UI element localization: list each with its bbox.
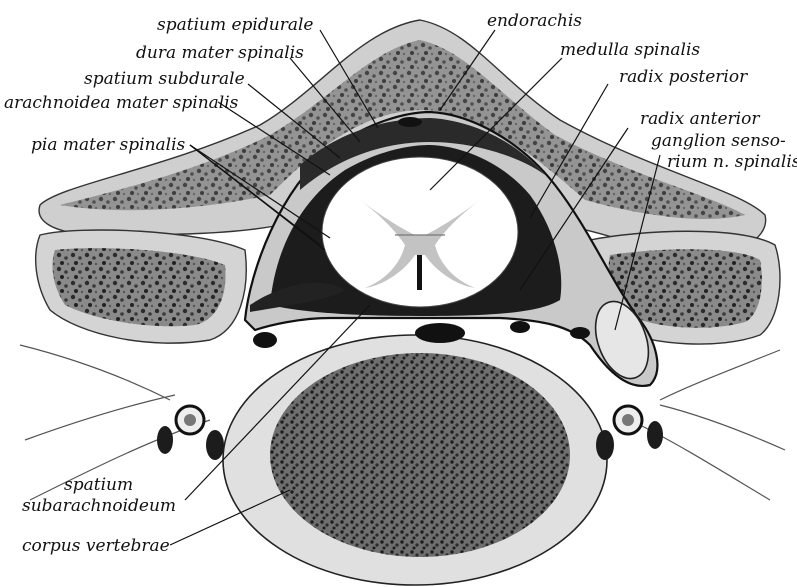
label-spatium-subarachnoideum-line2: subarachnoideum (22, 496, 176, 516)
label-spatium-subdurale: spatium subdurale (84, 69, 245, 89)
label-arachnoidea-mater-spinalis: arachnoidea mater spinalis (4, 93, 239, 113)
label-spatium-subarachnoideum-line1: spatium (64, 475, 133, 495)
label-corpus-vertebrae: corpus vertebrae (22, 536, 170, 556)
epidural-vein (398, 117, 422, 127)
label-endorachis: endorachis (487, 11, 582, 31)
anterior-vein-4 (570, 327, 590, 339)
label-pia-mater-spinalis: pia mater spinalis (31, 135, 186, 155)
vertebral-body-spongy (270, 353, 570, 557)
right-fascia (640, 350, 785, 500)
label-radix-posterior: radix posterior (619, 67, 748, 87)
label-dura-mater-spinalis: dura mater spinalis (136, 43, 304, 63)
label-medulla-spinalis: medulla spinalis (560, 40, 700, 60)
left-vertebral-vessels (157, 406, 224, 460)
anterior-vein-3 (510, 321, 530, 333)
label-ganglion-line2: rium n. spinalis (667, 152, 797, 172)
anterior-vein-2 (253, 332, 277, 348)
label-radix-anterior: radix anterior (640, 109, 760, 129)
spinal-cord (322, 157, 518, 307)
right-vertebral-vessels (596, 406, 663, 460)
label-spatium-epidurale: spatium epidurale (157, 15, 313, 35)
label-ganglion-line1: ganglion senso- (651, 131, 786, 151)
anterior-vein-1 (415, 323, 465, 343)
